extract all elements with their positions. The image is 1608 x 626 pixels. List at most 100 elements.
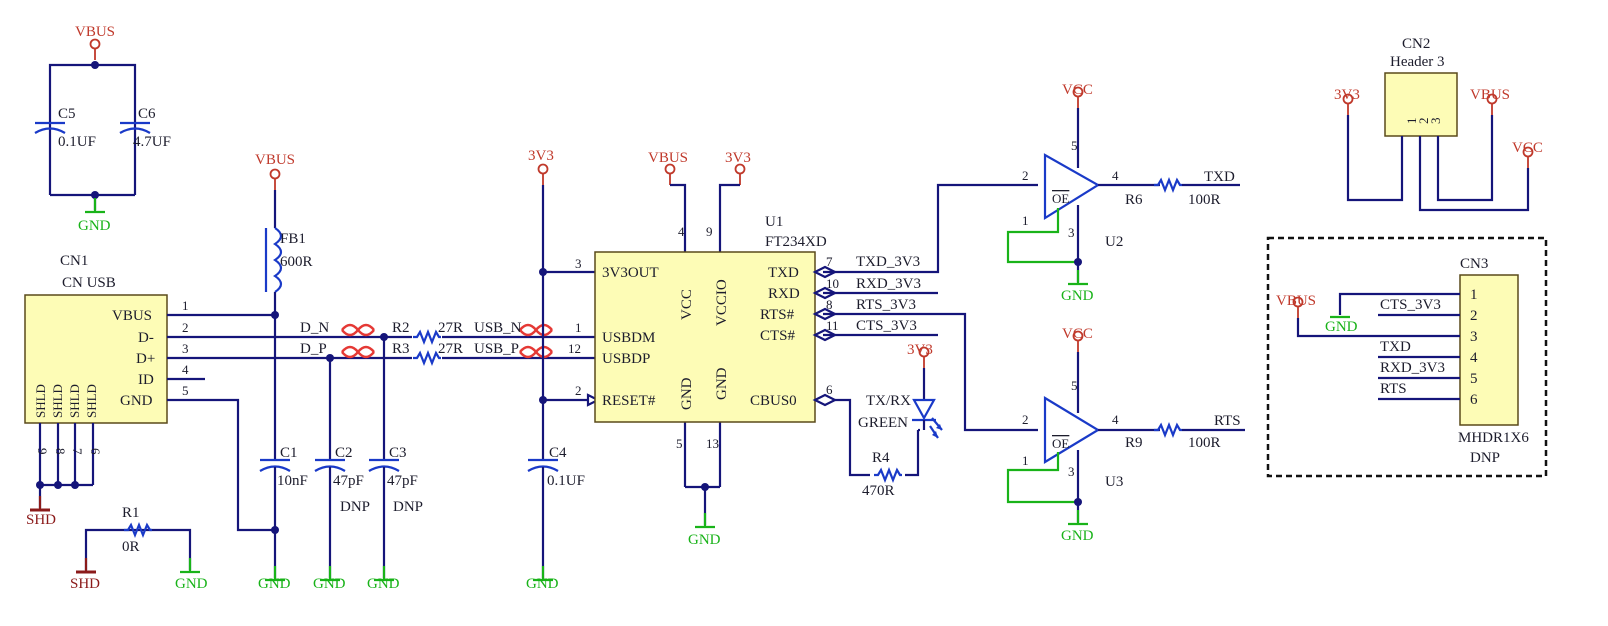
cn1-pinnum-3: 3	[182, 341, 189, 356]
u3-pin-5: 5	[1071, 378, 1078, 393]
u2-pin-4: 4	[1112, 168, 1119, 183]
r3-value: 27R	[438, 341, 463, 357]
u1-pinnum-vccio: 9	[706, 224, 713, 239]
cn2-ref: CN2	[1402, 36, 1430, 52]
cn2-pin-2: 2	[1416, 118, 1431, 125]
u3-pin-1: 1	[1022, 453, 1029, 468]
cn1-pin-id: ID	[138, 372, 154, 388]
svg-text:VCC: VCC	[1062, 326, 1093, 342]
c6-value: 4.7UF	[133, 134, 171, 150]
vbus-label-cn2: VBUS	[1470, 87, 1510, 103]
c2-value: 47pF	[333, 473, 364, 489]
c4-capacitor	[527, 185, 601, 582]
svg-text:SHLD: SHLD	[84, 384, 99, 418]
r2-ref: R2	[392, 320, 410, 336]
vbus-label-cn3: VBUS	[1276, 293, 1316, 309]
gnd-label-c3: GND	[367, 576, 400, 592]
cn3-dnp-outline	[1266, 236, 1548, 478]
cn1-value: CN USB	[62, 275, 116, 291]
u1-pin-3v3out: 3V3OUT	[602, 265, 659, 281]
u1-pin-gnd-a: GND	[679, 377, 695, 410]
u1-pinnum-2: 2	[575, 383, 582, 398]
cn2-value: Header 3	[1390, 54, 1445, 70]
cn3-net-4: TXD	[1380, 339, 1411, 355]
c1-ref: C1	[280, 445, 298, 461]
u1-pin-gnd-b: GND	[714, 367, 730, 400]
vbus-power-fb1: VBUS	[255, 152, 295, 191]
c1-capacitor	[259, 458, 291, 582]
u1-pin-usbdm: USBDM	[602, 330, 655, 346]
svg-text:3V3: 3V3	[725, 150, 751, 166]
u1-pinnum-gnd13: 13	[706, 436, 719, 451]
u1-pinnum-vcc: 4	[678, 224, 685, 239]
net-rxd3v3: RXD_3V3	[856, 276, 921, 292]
cn1-shield-labels: SHLD SHLD SHLD SHLD	[33, 384, 99, 418]
net-rts: RTS	[1214, 413, 1241, 429]
vbus-power-top: VBUS	[75, 24, 115, 61]
shd-label-r1: SHD	[70, 576, 100, 592]
u3-ref: U3	[1105, 474, 1123, 490]
u2-pin-5: 5	[1071, 138, 1078, 153]
c5-c6-bulk-caps	[34, 61, 151, 214]
r9-ref: R9	[1125, 435, 1143, 451]
u1-pinnum-8: 8	[826, 297, 833, 312]
u1-pinnum-6: 6	[826, 382, 833, 397]
cn1-pinnum-5: 5	[182, 383, 189, 398]
c3-ref: C3	[389, 445, 407, 461]
led-label-txrx: TX/RX	[866, 393, 911, 409]
c6-ref: C6	[138, 106, 156, 122]
v3v3-power-c4: 3V3	[528, 148, 554, 186]
gnd-label-u1: GND	[688, 532, 721, 548]
cn3-pin-6: 6	[1470, 392, 1478, 408]
u1-ref: U1	[765, 214, 783, 230]
cn2-header-3	[1384, 72, 1458, 137]
c5-ref: C5	[58, 106, 76, 122]
v3v3-label-cn2: 3V3	[1334, 87, 1360, 103]
net-txd: TXD	[1204, 169, 1235, 185]
gnd-label-u3: GND	[1061, 528, 1094, 544]
cn2-wiring	[1342, 93, 1534, 212]
u1-power-pins: VBUS 3V3	[648, 150, 751, 529]
c3-dnp: DNP	[393, 499, 423, 515]
net-txd3v3: TXD_3V3	[856, 254, 920, 270]
cn3-pin-2: 2	[1470, 308, 1478, 324]
cn1-pin-lines	[167, 313, 275, 532]
r2-value: 27R	[438, 320, 463, 336]
svg-text:9: 9	[35, 448, 50, 455]
cn3-ref: CN3	[1460, 256, 1488, 272]
c1-value: 10nF	[277, 473, 308, 489]
cn3-pin-1: 1	[1470, 287, 1478, 303]
u2-pin-1: 1	[1022, 213, 1029, 228]
net-usbn: USB_N	[474, 320, 522, 336]
svg-text:6: 6	[88, 448, 103, 455]
gnd-label-u2: GND	[1061, 288, 1094, 304]
r1-ref: R1	[122, 505, 140, 521]
cn3-value: MHDR1X6	[1458, 430, 1529, 446]
u1-pinnum-3: 3	[575, 256, 582, 271]
d-lines	[275, 323, 595, 362]
svg-text:VBUS: VBUS	[648, 150, 688, 166]
u2-oe: OE	[1052, 191, 1069, 206]
cn3-net-5: RXD_3V3	[1380, 360, 1445, 376]
gnd-label-c2: GND	[313, 576, 346, 592]
r6-ref: R6	[1125, 192, 1143, 208]
u1-pin-rts: RTS#	[760, 307, 795, 323]
led-label-green: GREEN	[858, 415, 908, 431]
cn1-pin-dm: D-	[138, 330, 154, 346]
c3-value: 47pF	[387, 473, 418, 489]
u1-pinnum-11: 11	[826, 318, 839, 333]
c4-ref: C4	[549, 445, 567, 461]
u3-oe: OE	[1052, 436, 1069, 451]
c2-capacitor	[314, 358, 346, 582]
cn1-ref: CN1	[60, 253, 88, 269]
cn3-wiring	[1292, 292, 1460, 401]
svg-text:VCC: VCC	[1062, 82, 1093, 98]
svg-text:SHLD: SHLD	[50, 384, 65, 418]
u1-right-nets	[812, 183, 1038, 482]
u2-ref: U2	[1105, 234, 1123, 250]
gnd-label-r1: GND	[175, 576, 208, 592]
net-rts3v3: RTS_3V3	[856, 297, 916, 313]
cn2-pin-1: 1	[1404, 118, 1419, 125]
c5-value: 0.1UF	[58, 134, 96, 150]
